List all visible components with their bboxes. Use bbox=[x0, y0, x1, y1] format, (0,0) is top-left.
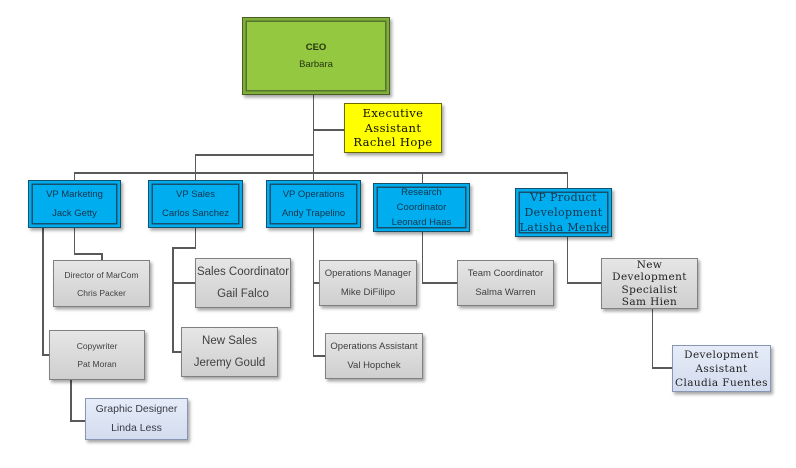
connector-copywriter-2 bbox=[42, 354, 50, 356]
org-node-team-coordinator[interactable]: Team Coordinator Salma Warren bbox=[457, 260, 554, 306]
connector-nds-2 bbox=[567, 282, 602, 284]
connector-sales-1 bbox=[194, 228, 196, 248]
role-line: VP Marketing bbox=[46, 189, 103, 200]
connector-exec-assistant bbox=[313, 129, 344, 131]
connector-sales-coordinator bbox=[172, 282, 196, 284]
org-node-graphic-designer[interactable]: Graphic Designer Linda Less bbox=[85, 398, 188, 440]
connector-copywriter-1 bbox=[42, 228, 44, 355]
role-line: VP Product bbox=[530, 191, 597, 204]
name-line: Rachel Hope bbox=[353, 135, 433, 150]
org-node-sales-coordinator[interactable]: Sales Coordinator Gail Falco bbox=[195, 258, 291, 308]
connector-vp-rail bbox=[74, 172, 567, 174]
name-line: Gail Falco bbox=[217, 288, 269, 300]
connector-nds-1 bbox=[566, 237, 568, 283]
name-line: Carlos Sanchez bbox=[161, 208, 230, 219]
role-line: Director of MarCom bbox=[64, 269, 139, 280]
name-line: Andy Trapelino bbox=[281, 208, 346, 219]
name-line: Mike DiFilipo bbox=[340, 287, 396, 298]
org-node-research-coordinator[interactable]: Research Coordinator Leonard Haas bbox=[373, 183, 470, 232]
role-line: Sales Coordinator bbox=[196, 266, 290, 278]
role-line: Copywriter bbox=[76, 341, 118, 351]
name-line: Pat Moran bbox=[77, 359, 117, 369]
org-node-vp-product-development[interactable]: VP Product Development Latisha Menke bbox=[515, 188, 612, 237]
name-line: Barbara bbox=[299, 59, 333, 70]
connector-sales-rail bbox=[172, 247, 174, 352]
connector-dev-assistant-2 bbox=[652, 367, 673, 369]
role-line: Development bbox=[612, 271, 687, 283]
role-line: CEO bbox=[305, 42, 327, 53]
connector-marcom-3 bbox=[101, 253, 103, 260]
org-node-executive-assistant[interactable]: Executive Assistant Rachel Hope bbox=[344, 103, 442, 153]
role-line: Assistant bbox=[364, 120, 422, 135]
role-line: New Sales bbox=[202, 335, 257, 347]
role-line: Assistant bbox=[695, 362, 748, 375]
connector-sales-2 bbox=[172, 247, 196, 249]
connector-vp-product-drop bbox=[566, 172, 568, 188]
org-node-vp-marketing[interactable]: VP Marketing Jack Getty bbox=[28, 180, 121, 228]
role-line: Graphic Designer bbox=[95, 403, 178, 415]
connector-new-sales bbox=[172, 351, 182, 353]
role-line: Research bbox=[401, 187, 442, 198]
connector-marcom-1 bbox=[73, 228, 75, 254]
name-line: Claudia Fuentes bbox=[675, 376, 768, 389]
connector-vp-sales-jog bbox=[195, 154, 313, 156]
role-line: Development bbox=[684, 348, 759, 361]
role-line: New bbox=[636, 258, 663, 271]
name-line: Latisha Menke bbox=[519, 221, 608, 234]
org-node-new-sales[interactable]: New Sales Jeremy Gould bbox=[181, 327, 278, 377]
name-line: Linda Less bbox=[111, 422, 162, 434]
name-line: Jeremy Gould bbox=[193, 357, 266, 369]
connector-ceo-drop bbox=[312, 95, 314, 180]
connector-ops-manager bbox=[313, 282, 320, 284]
connector-dev-assistant-1 bbox=[651, 308, 653, 368]
org-node-operations-manager[interactable]: Operations Manager Mike DiFilipo bbox=[319, 260, 417, 306]
role-line: Specialist bbox=[621, 283, 678, 296]
name-line: Val Hopchek bbox=[347, 360, 401, 371]
connector-team-2 bbox=[422, 282, 458, 284]
connector-marcom-2 bbox=[74, 253, 102, 255]
role-line: Executive bbox=[362, 106, 424, 121]
connector-designer-1 bbox=[70, 380, 72, 421]
connector-research-drop bbox=[421, 172, 423, 183]
name-line: Jack Getty bbox=[52, 208, 97, 219]
connector-team-1 bbox=[421, 232, 423, 283]
org-node-vp-operations[interactable]: VP Operations Andy Trapelino bbox=[266, 180, 361, 228]
org-node-copywriter[interactable]: Copywriter Pat Moran bbox=[49, 330, 145, 380]
org-node-development-assistant[interactable]: Development Assistant Claudia Fuentes bbox=[672, 345, 771, 392]
role-line: Operations Assistant bbox=[330, 341, 418, 352]
role-line: Development bbox=[524, 206, 603, 219]
org-node-operations-assistant[interactable]: Operations Assistant Val Hopchek bbox=[325, 333, 423, 379]
org-node-ceo[interactable]: CEO Barbara bbox=[242, 17, 390, 95]
name-line: Sam Hien bbox=[621, 296, 678, 308]
name-line: Chris Packer bbox=[77, 287, 126, 298]
role-line: VP Sales bbox=[176, 189, 215, 200]
role-line: Team Coordinator bbox=[467, 268, 544, 279]
connector-designer-2 bbox=[70, 420, 86, 422]
name-line: Salma Warren bbox=[475, 287, 536, 298]
connector-ops-rail bbox=[312, 228, 314, 356]
connector-ops-assistant bbox=[313, 355, 326, 357]
connector-vp-sales-drop bbox=[194, 154, 196, 180]
role-line: VP Operations bbox=[282, 189, 345, 200]
role-line: Operations Manager bbox=[324, 268, 412, 279]
role-line: Coordinator bbox=[396, 202, 447, 213]
name-line: Leonard Haas bbox=[391, 217, 452, 228]
org-node-vp-sales[interactable]: VP Sales Carlos Sanchez bbox=[148, 180, 243, 228]
org-node-director-marcom[interactable]: Director of MarCom Chris Packer bbox=[53, 260, 150, 307]
connector-vp-marketing-drop bbox=[73, 172, 75, 180]
org-node-new-development-specialist[interactable]: New Development Specialist Sam Hien bbox=[601, 258, 698, 309]
